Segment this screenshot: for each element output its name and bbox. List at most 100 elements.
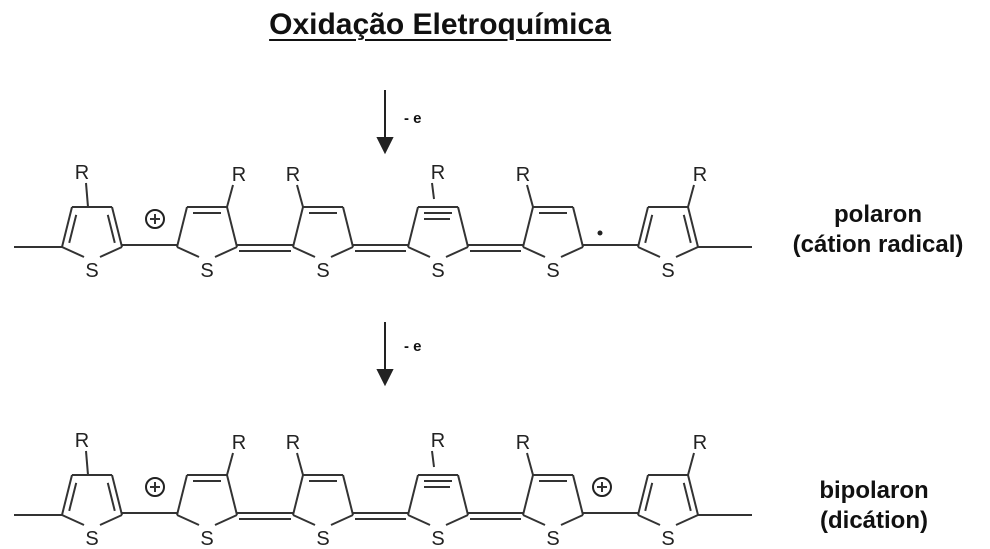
substituent-bond <box>296 184 304 208</box>
ring-bond <box>457 206 469 248</box>
substituent-bond <box>431 182 435 200</box>
substituent-bond <box>85 450 89 476</box>
arrow-2 <box>376 322 394 387</box>
positive-charge-1 <box>145 477 165 497</box>
charge-circle <box>592 477 612 497</box>
sulfur-atom: S <box>546 260 559 282</box>
sulfur-atom: S <box>316 528 329 549</box>
substituent-r: R <box>431 162 445 184</box>
bipolaron-state: bipolaron (dicátion) <box>774 476 974 536</box>
sulfur-atom: S <box>546 528 559 549</box>
ring-bond <box>99 514 123 526</box>
ring-bond <box>176 514 200 526</box>
ring-bond <box>522 246 546 258</box>
radical-dot <box>597 230 603 236</box>
ring-bond <box>637 206 649 248</box>
substituent-r: R <box>516 432 530 454</box>
ring-bond <box>330 246 354 258</box>
step-1-label: - e <box>404 110 422 127</box>
ring-bond <box>637 514 661 526</box>
substituent-bond <box>85 182 89 208</box>
double-bond <box>644 482 654 512</box>
ring-bond <box>292 206 304 248</box>
sulfur-atom: S <box>431 260 444 282</box>
substituent-bond <box>526 184 534 208</box>
ring-bond <box>675 246 699 258</box>
ring-bond <box>407 206 419 248</box>
ring-bond <box>61 514 85 526</box>
ring-bond <box>176 246 200 258</box>
charge-circle <box>145 477 165 497</box>
ring-bond <box>445 514 469 526</box>
thiophene-ring-2: SR <box>176 432 246 549</box>
double-bond <box>106 214 116 244</box>
charge-circle <box>145 209 165 229</box>
thiophene-ring-3: SR <box>286 432 354 549</box>
sulfur-atom: S <box>661 528 674 549</box>
ring-bond <box>226 474 238 516</box>
double-bond <box>682 214 692 244</box>
polaron-name: polaron <box>834 201 922 228</box>
substituent-r: R <box>431 430 445 452</box>
substituent-r: R <box>232 432 246 454</box>
ring-bond <box>61 474 73 516</box>
substituent-bond <box>296 452 304 476</box>
ring-bond <box>522 514 546 526</box>
sulfur-atom: S <box>85 528 98 549</box>
ring-bond <box>572 206 584 248</box>
diagram-title: Oxidação Eletroquímica <box>269 8 611 41</box>
substituent-bond <box>431 450 435 468</box>
positive-charge-2 <box>592 477 612 497</box>
ring-bond <box>342 206 354 248</box>
ring-bond <box>560 514 584 526</box>
ring-bond <box>572 474 584 516</box>
ring-bond <box>687 474 699 516</box>
thiophene-ring-1: SR <box>61 162 123 282</box>
ring-bond <box>330 514 354 526</box>
thiophene-ring-3: SR <box>286 164 354 282</box>
ring-bond <box>637 246 661 258</box>
thiophene-ring-5: SR <box>516 164 584 282</box>
ring-bond <box>61 206 73 248</box>
substituent-r: R <box>286 164 300 186</box>
ring-bond <box>99 246 123 258</box>
ring-bond <box>292 246 316 258</box>
substituent-r: R <box>516 164 530 186</box>
sulfur-atom: S <box>431 528 444 549</box>
positive-charge-1 <box>145 209 165 229</box>
ring-bond <box>407 246 431 258</box>
ring-bond <box>342 474 354 516</box>
double-bond <box>682 482 692 512</box>
ring-bond <box>457 474 469 516</box>
ring-bond <box>522 206 534 248</box>
substituent-bond <box>226 184 234 208</box>
ring-bond <box>292 514 316 526</box>
ring-bond <box>61 246 85 258</box>
arrow-1 <box>376 90 394 155</box>
ring-bond <box>445 246 469 258</box>
ring-bond <box>407 514 431 526</box>
polaron-state: polaron (cátion radical) <box>778 200 978 260</box>
bipolaron-name: bipolaron <box>819 477 929 504</box>
sulfur-atom: S <box>200 528 213 549</box>
double-bond <box>68 482 78 512</box>
sulfur-atom: S <box>200 260 213 282</box>
ring-bond <box>560 246 584 258</box>
thiophene-ring-6: SR <box>637 164 707 282</box>
ring-bond <box>522 474 534 516</box>
double-bond <box>644 214 654 244</box>
substituent-r: R <box>232 164 246 186</box>
ring-bond <box>111 474 123 516</box>
polaron-subtitle: (cátion radical) <box>792 231 964 258</box>
thiophene-ring-6: SR <box>637 432 707 549</box>
ring-bond <box>214 514 238 526</box>
substituent-r: R <box>693 432 707 454</box>
double-bond <box>106 482 116 512</box>
ring-bond <box>226 206 238 248</box>
double-bond <box>68 214 78 244</box>
thiophene-ring-2: SR <box>176 164 246 282</box>
substituent-bond <box>687 184 695 208</box>
